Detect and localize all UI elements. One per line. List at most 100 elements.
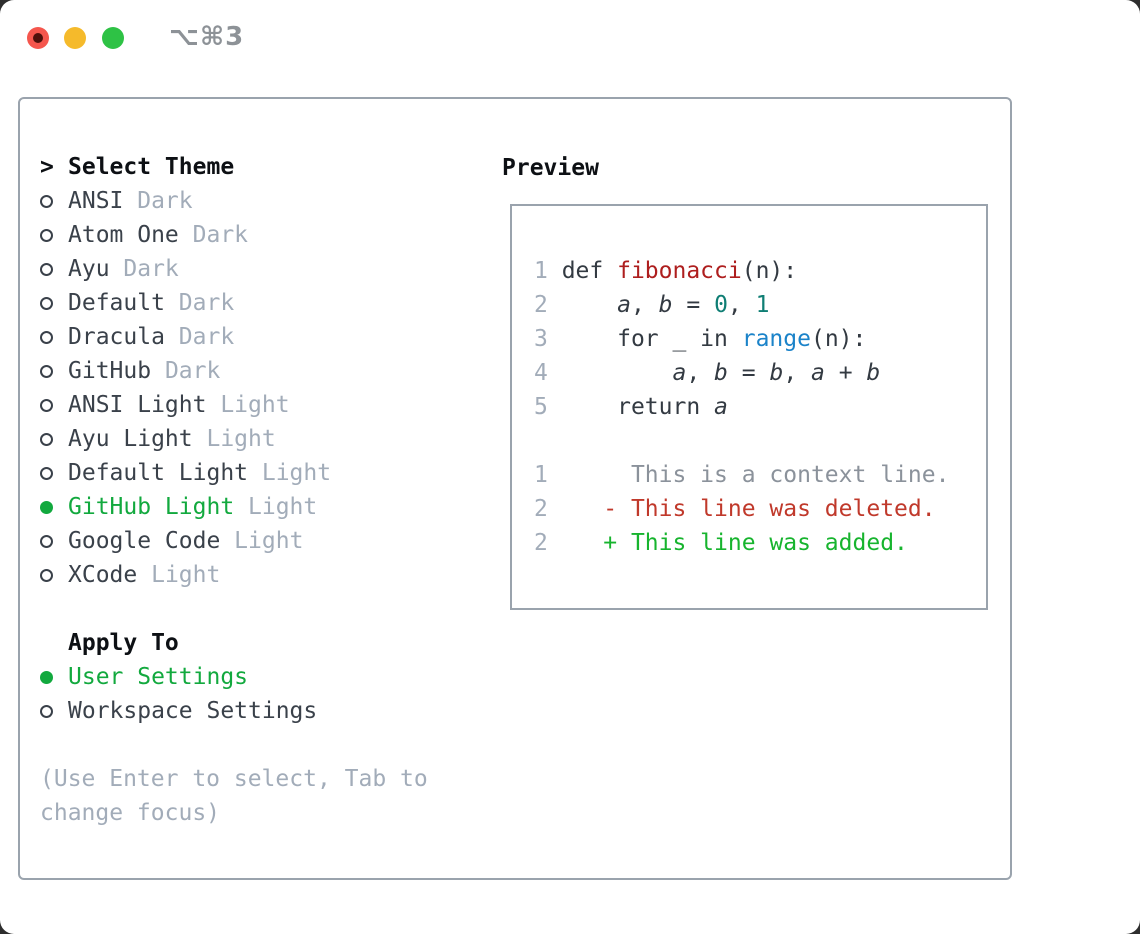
radio-circle: [40, 228, 53, 242]
zoom-icon[interactable]: [102, 27, 124, 49]
radio-icon: [40, 568, 68, 582]
theme-variant-label: Dark: [164, 290, 235, 316]
code-token-plain: def: [561, 258, 618, 284]
code-token-deleted: - This line was deleted.: [561, 496, 936, 522]
theme-option-label: Ayu Light: [68, 426, 193, 452]
radio-circle: [40, 704, 53, 718]
code-token-var: b: [714, 360, 728, 386]
theme-option[interactable]: GitHub Light Light: [40, 490, 331, 524]
theme-option[interactable]: Default Dark: [40, 286, 331, 320]
theme-variant-label: Light: [248, 460, 332, 486]
code-line: 2 + This line was added.: [534, 526, 949, 560]
window-shortcut-label: ⌥⌘3: [169, 22, 245, 52]
line-number: 1: [534, 258, 562, 284]
code-token-var: b: [769, 360, 784, 386]
radio-icon: [40, 398, 68, 412]
theme-list-header: > Select Theme: [40, 150, 331, 184]
theme-option-label: Default: [68, 290, 165, 316]
radio-icon: [40, 466, 68, 480]
radio-circle: [40, 466, 53, 480]
code-token-plain: [562, 292, 617, 318]
radio-icon: [40, 262, 68, 276]
code-token-plain: (n):: [741, 258, 798, 284]
code-token-var: b: [658, 292, 673, 318]
radio-selected-icon: [40, 500, 68, 514]
theme-option-label: ANSI: [68, 188, 124, 214]
code-token-var: a: [714, 394, 728, 420]
apply-option[interactable]: Workspace Settings: [40, 694, 317, 728]
line-number: 2: [534, 496, 562, 522]
code-line: 5 return a: [534, 390, 949, 424]
theme-variant-label: Dark: [151, 358, 221, 384]
line-number: 3: [534, 326, 562, 352]
radio-icon: [40, 432, 68, 446]
code-token-builtin: range: [741, 326, 811, 352]
code-line: 2 a, b = 0, 1: [534, 288, 949, 322]
theme-option[interactable]: Ayu Dark: [40, 252, 331, 286]
line-number: 1: [534, 462, 562, 488]
radio-circle: [40, 534, 53, 548]
theme-variant-label: Light: [234, 494, 318, 520]
apply-option[interactable]: User Settings: [40, 660, 317, 694]
theme-option[interactable]: XCode Light: [40, 558, 331, 592]
apply-to-header: Apply To: [68, 630, 179, 656]
line-number: 5: [534, 394, 562, 420]
code-token-plain: ,: [783, 360, 812, 386]
theme-option-label: ANSI Light: [68, 392, 207, 418]
code-token-plain: return: [561, 394, 715, 420]
close-icon[interactable]: [27, 27, 49, 49]
code-token-var: a: [617, 292, 631, 318]
code-token-plain: ,: [727, 292, 756, 318]
code-token-num: 0: [714, 292, 728, 318]
radio-icon: [40, 330, 68, 344]
theme-option[interactable]: Atom One Dark: [40, 218, 331, 252]
radio-circle: [40, 194, 53, 208]
minimize-icon[interactable]: [64, 27, 86, 49]
code-token-num: 1: [755, 292, 770, 318]
radio-icon: [40, 534, 68, 548]
code-token-var: b: [866, 360, 881, 386]
theme-variant-label: Light: [220, 528, 304, 554]
theme-option-label: Default Light: [68, 460, 249, 486]
code-token-var: a: [672, 360, 687, 386]
radio-circle: [40, 398, 53, 412]
hint-line: (Use Enter to select, Tab to: [40, 766, 428, 792]
code-token-plain: +: [824, 360, 867, 386]
theme-option-label: Dracula: [68, 324, 165, 350]
theme-option[interactable]: Default Light Light: [40, 456, 331, 490]
code-line: 4 a, b = b, a + b: [534, 356, 949, 390]
theme-option[interactable]: Dracula Dark: [40, 320, 331, 354]
line-number: 2: [534, 292, 562, 318]
code-token-var: a: [811, 360, 825, 386]
theme-variant-label: Light: [192, 426, 276, 452]
radio-icon: [40, 228, 68, 242]
radio-circle: [40, 364, 53, 378]
radio-circle: [40, 432, 53, 446]
theme-option[interactable]: ANSI Light Light: [40, 388, 331, 422]
code-token-plain: (n):: [810, 326, 867, 352]
code-line: 1 def fibonacci(n):: [534, 254, 949, 288]
theme-option[interactable]: Google Code Light: [40, 524, 331, 558]
apply-option-label: Workspace Settings: [68, 698, 318, 724]
theme-option[interactable]: ANSI Dark: [40, 184, 331, 218]
code-token-added: + This line was added.: [561, 530, 908, 556]
radio-circle: [40, 296, 53, 310]
theme-option-label: Google Code: [68, 528, 221, 554]
theme-variant-label: Light: [137, 562, 221, 588]
radio-selected-icon: [40, 670, 68, 684]
theme-option[interactable]: GitHub Dark: [40, 354, 331, 388]
theme-option-label: GitHub Light: [68, 494, 235, 520]
code-token-plain: ,: [686, 360, 715, 386]
radio-icon: [40, 704, 68, 718]
theme-variant-label: Dark: [123, 188, 193, 214]
radio-circle: [40, 330, 53, 344]
theme-list-title: Select Theme: [68, 154, 235, 180]
theme-option-label: XCode: [68, 562, 138, 588]
theme-option[interactable]: Ayu Light Light: [40, 422, 331, 456]
line-number: 2: [534, 530, 562, 556]
line-number: 4: [534, 360, 562, 386]
